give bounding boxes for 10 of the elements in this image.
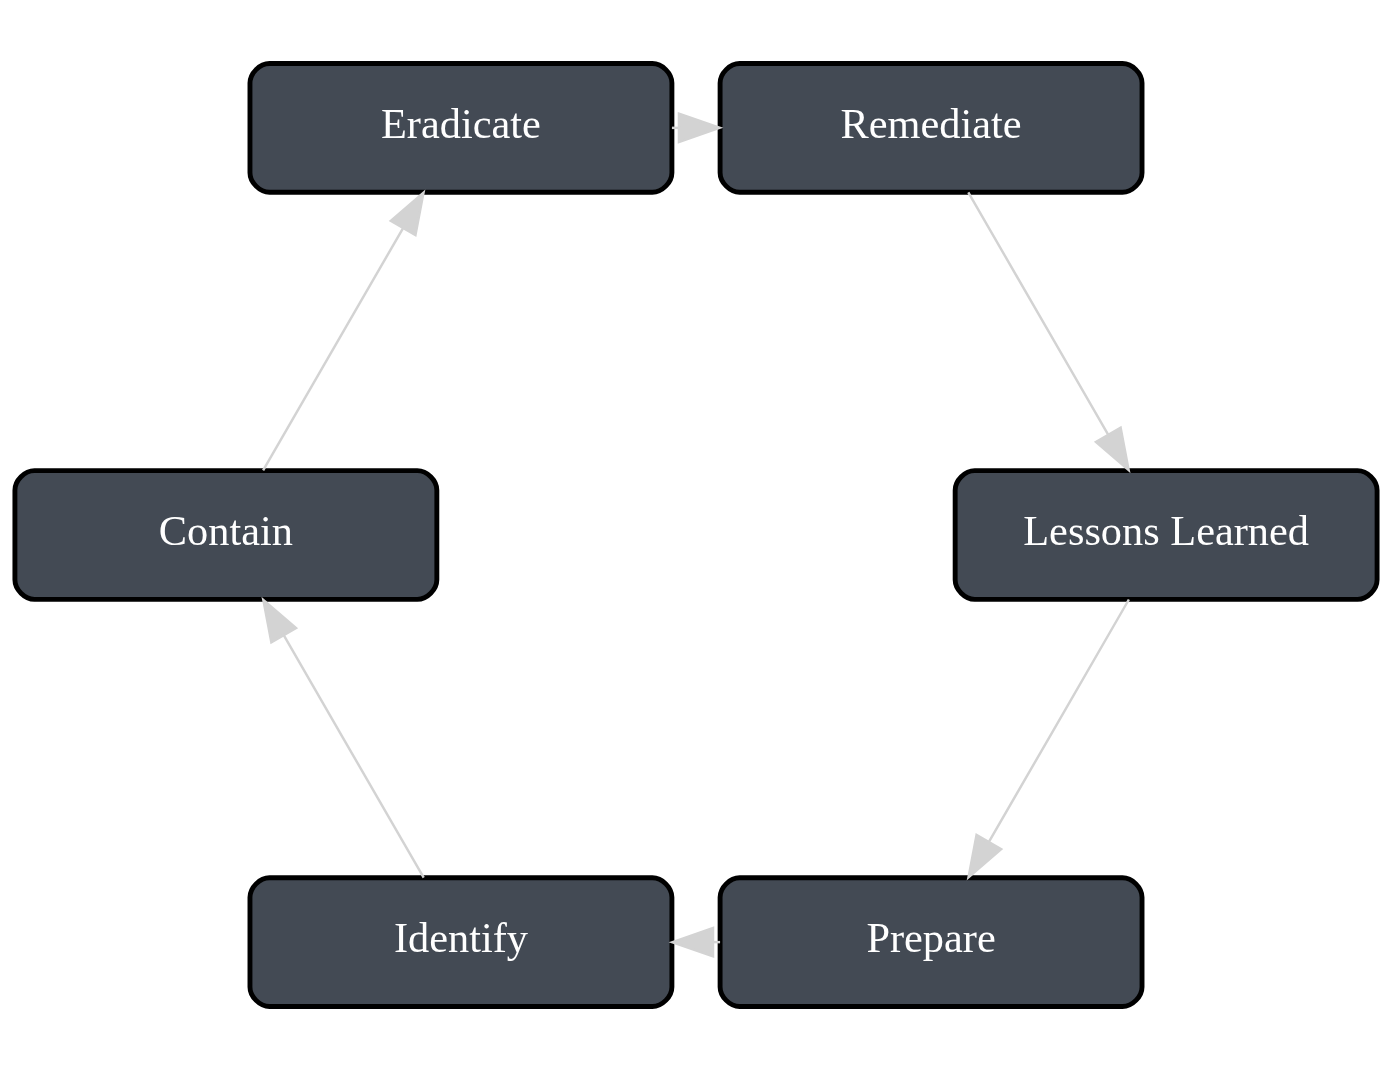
arrow — [966, 598, 1130, 881]
node-box: Prepare — [717, 875, 1145, 1009]
node-box: Contain — [12, 468, 440, 602]
node-box: Identify — [247, 875, 675, 1009]
arrow — [261, 596, 425, 879]
node-box: Remediate — [717, 61, 1145, 195]
node-box: Lessons Learned — [952, 468, 1380, 602]
node-box: Eradicate — [247, 61, 675, 195]
arrow — [967, 191, 1131, 474]
arrow — [262, 189, 426, 472]
